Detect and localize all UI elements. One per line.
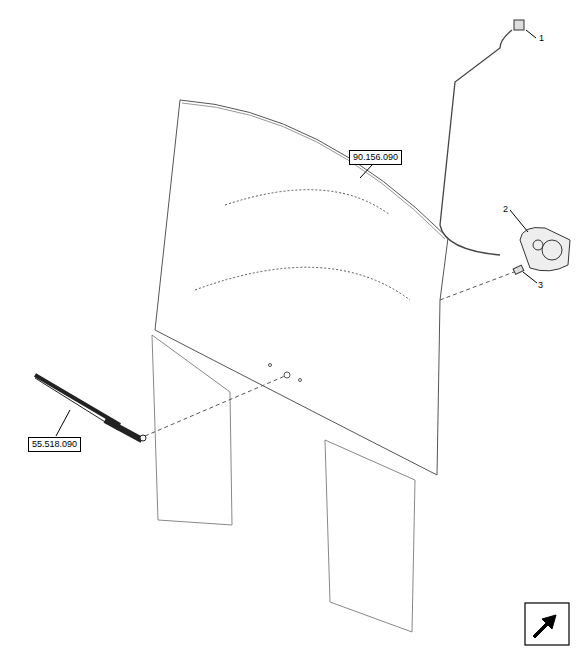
wiper-arm bbox=[105, 420, 142, 440]
callout-number: 2 bbox=[503, 204, 508, 214]
reference-number: 55.518.090 bbox=[32, 439, 77, 449]
reference-box: 90.156.090 bbox=[349, 150, 402, 165]
callout-number: 3 bbox=[538, 280, 543, 290]
reference-number: 90.156.090 bbox=[353, 152, 398, 162]
washer-hose bbox=[440, 30, 512, 255]
wiper-motor bbox=[520, 228, 570, 271]
reference-box: 55.518.090 bbox=[28, 437, 81, 452]
lower-left-panel bbox=[152, 335, 232, 525]
glass-outline bbox=[155, 100, 448, 475]
nozzle bbox=[514, 20, 524, 30]
lower-right-panel bbox=[325, 440, 415, 632]
callout-number: 1 bbox=[539, 33, 544, 43]
